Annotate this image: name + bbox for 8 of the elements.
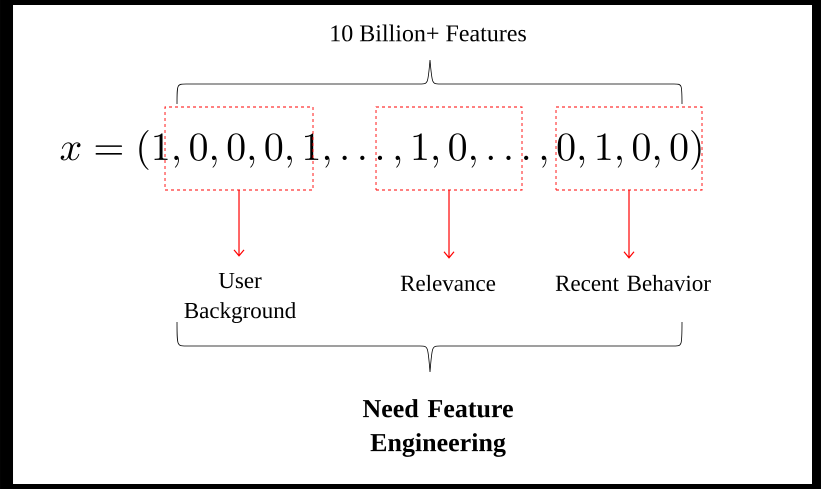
- arrow: [234, 190, 244, 257]
- label-text: User Background: [184, 272, 296, 323]
- arrow: [444, 190, 454, 259]
- note: Need Feature Engineering: [362, 399, 513, 457]
- label-text: Recent Behavior: [556, 274, 711, 292]
- heading: 10 Billion+ Features: [331, 24, 526, 42]
- label-text: Relevance: [400, 274, 496, 292]
- arrow: [624, 190, 634, 259]
